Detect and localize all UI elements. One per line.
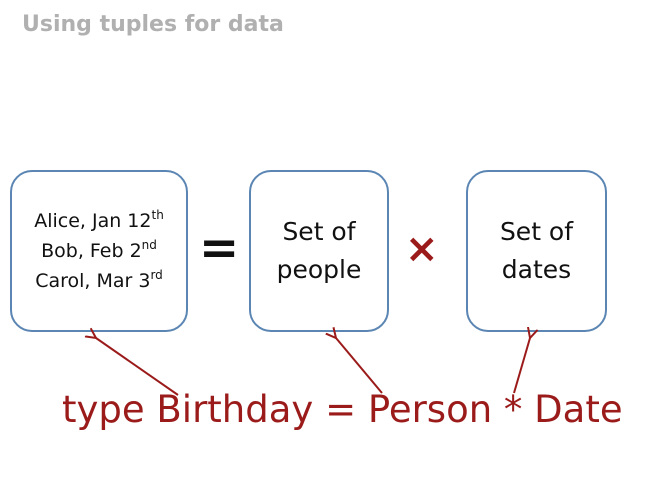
ordinal-suffix: rd [150,268,163,282]
equals-operator: = [199,220,240,276]
dates-box-line1: Set of [499,217,574,246]
ordinal-suffix: th [151,208,164,222]
set-of-people-box: Set of people [249,170,389,332]
people-box-line2: people [276,255,362,284]
tuple-row-text: Alice, Jan 12 [34,210,152,232]
times-operator: × [405,226,439,272]
tuple-row-bob: Bob, Feb 2nd [41,236,157,266]
tuples-box: Alice, Jan 12th Bob, Feb 2nd Carol, Mar … [10,170,188,332]
tuple-row-text: Bob, Feb 2 [41,240,142,262]
arrow-to-tuples [96,338,179,396]
tuple-row-alice: Alice, Jan 12th [34,206,164,236]
set-of-dates-box: Set of dates [466,170,607,332]
arrow-to-people [336,338,383,394]
tuple-row-carol: Carol, Mar 3rd [35,266,163,296]
ordinal-suffix: nd [141,238,157,252]
people-box-line1: Set of [282,217,356,246]
slide-title: Using tuples for data [22,12,284,37]
tuple-row-text: Carol, Mar 3 [35,270,151,292]
dates-box-line2: dates [501,255,572,284]
type-declaration: type Birthday = Person * Date [62,388,623,431]
arrow-to-dates [513,338,530,394]
